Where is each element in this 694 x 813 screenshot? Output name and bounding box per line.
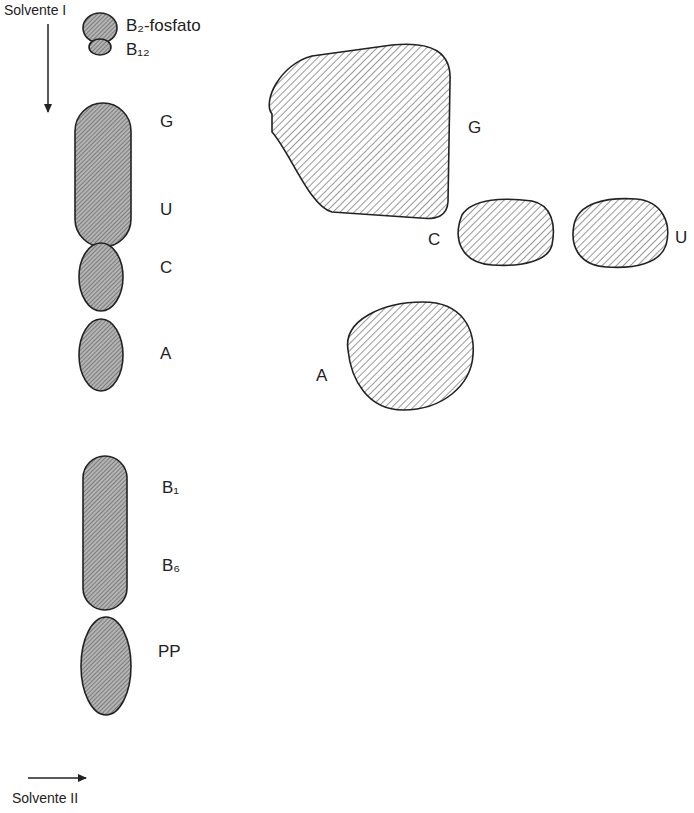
spot-label: B₆ bbox=[162, 556, 180, 576]
spot-label: U bbox=[160, 200, 172, 220]
spot-label: G bbox=[468, 118, 481, 138]
spot-outline bbox=[79, 243, 123, 311]
spot-label: B₁ bbox=[162, 478, 179, 498]
spot-outline bbox=[83, 456, 127, 610]
chromatography-spot: B₁B₆ bbox=[82, 455, 128, 611]
spot-shape bbox=[80, 616, 132, 716]
chromatography-spot: B₁₂ bbox=[88, 38, 112, 56]
spot-shape bbox=[262, 42, 452, 220]
spot-shape bbox=[78, 318, 124, 392]
spot-label: U bbox=[675, 228, 687, 248]
spot-label: C bbox=[160, 258, 172, 278]
solvent-label: Solvente I bbox=[4, 2, 66, 18]
chromatography-spot: A bbox=[78, 318, 124, 392]
spot-shape bbox=[82, 455, 128, 611]
spot-label: A bbox=[160, 344, 171, 364]
spot-outline bbox=[79, 319, 123, 391]
spot-label: PP bbox=[158, 642, 181, 662]
spot-label: B₂-fosfato bbox=[126, 16, 201, 36]
spot-outline bbox=[269, 44, 450, 218]
spot-outline bbox=[89, 39, 111, 55]
spot-shape bbox=[88, 38, 112, 56]
spot-label: A bbox=[316, 366, 327, 386]
spot-outline bbox=[458, 199, 553, 265]
solvent-arrow bbox=[47, 24, 49, 112]
chromatography-spot: C bbox=[78, 242, 124, 312]
solvent-arrow bbox=[28, 777, 86, 779]
spot-label: B₁₂ bbox=[126, 40, 150, 60]
spot-outline bbox=[81, 617, 131, 715]
spot-shape bbox=[78, 242, 124, 312]
spot-outline bbox=[75, 103, 131, 247]
chromatography-spot: U bbox=[566, 195, 670, 269]
spot-outline bbox=[573, 199, 668, 268]
solvent-label: Solvente II bbox=[12, 790, 78, 806]
spot-outline bbox=[348, 302, 474, 410]
chromatography-spot: A bbox=[343, 300, 475, 412]
spot-shape bbox=[74, 102, 132, 248]
spot-label: C bbox=[428, 230, 440, 250]
spot-shape bbox=[343, 300, 475, 412]
spot-shape bbox=[452, 195, 555, 267]
chromatography-spot: C bbox=[452, 195, 555, 267]
chromatography-spot: GU bbox=[74, 102, 132, 248]
spot-label: G bbox=[160, 112, 173, 132]
chromatography-spot: G bbox=[262, 42, 452, 220]
chromatography-spot: PP bbox=[80, 616, 132, 716]
spot-shape bbox=[566, 195, 670, 269]
